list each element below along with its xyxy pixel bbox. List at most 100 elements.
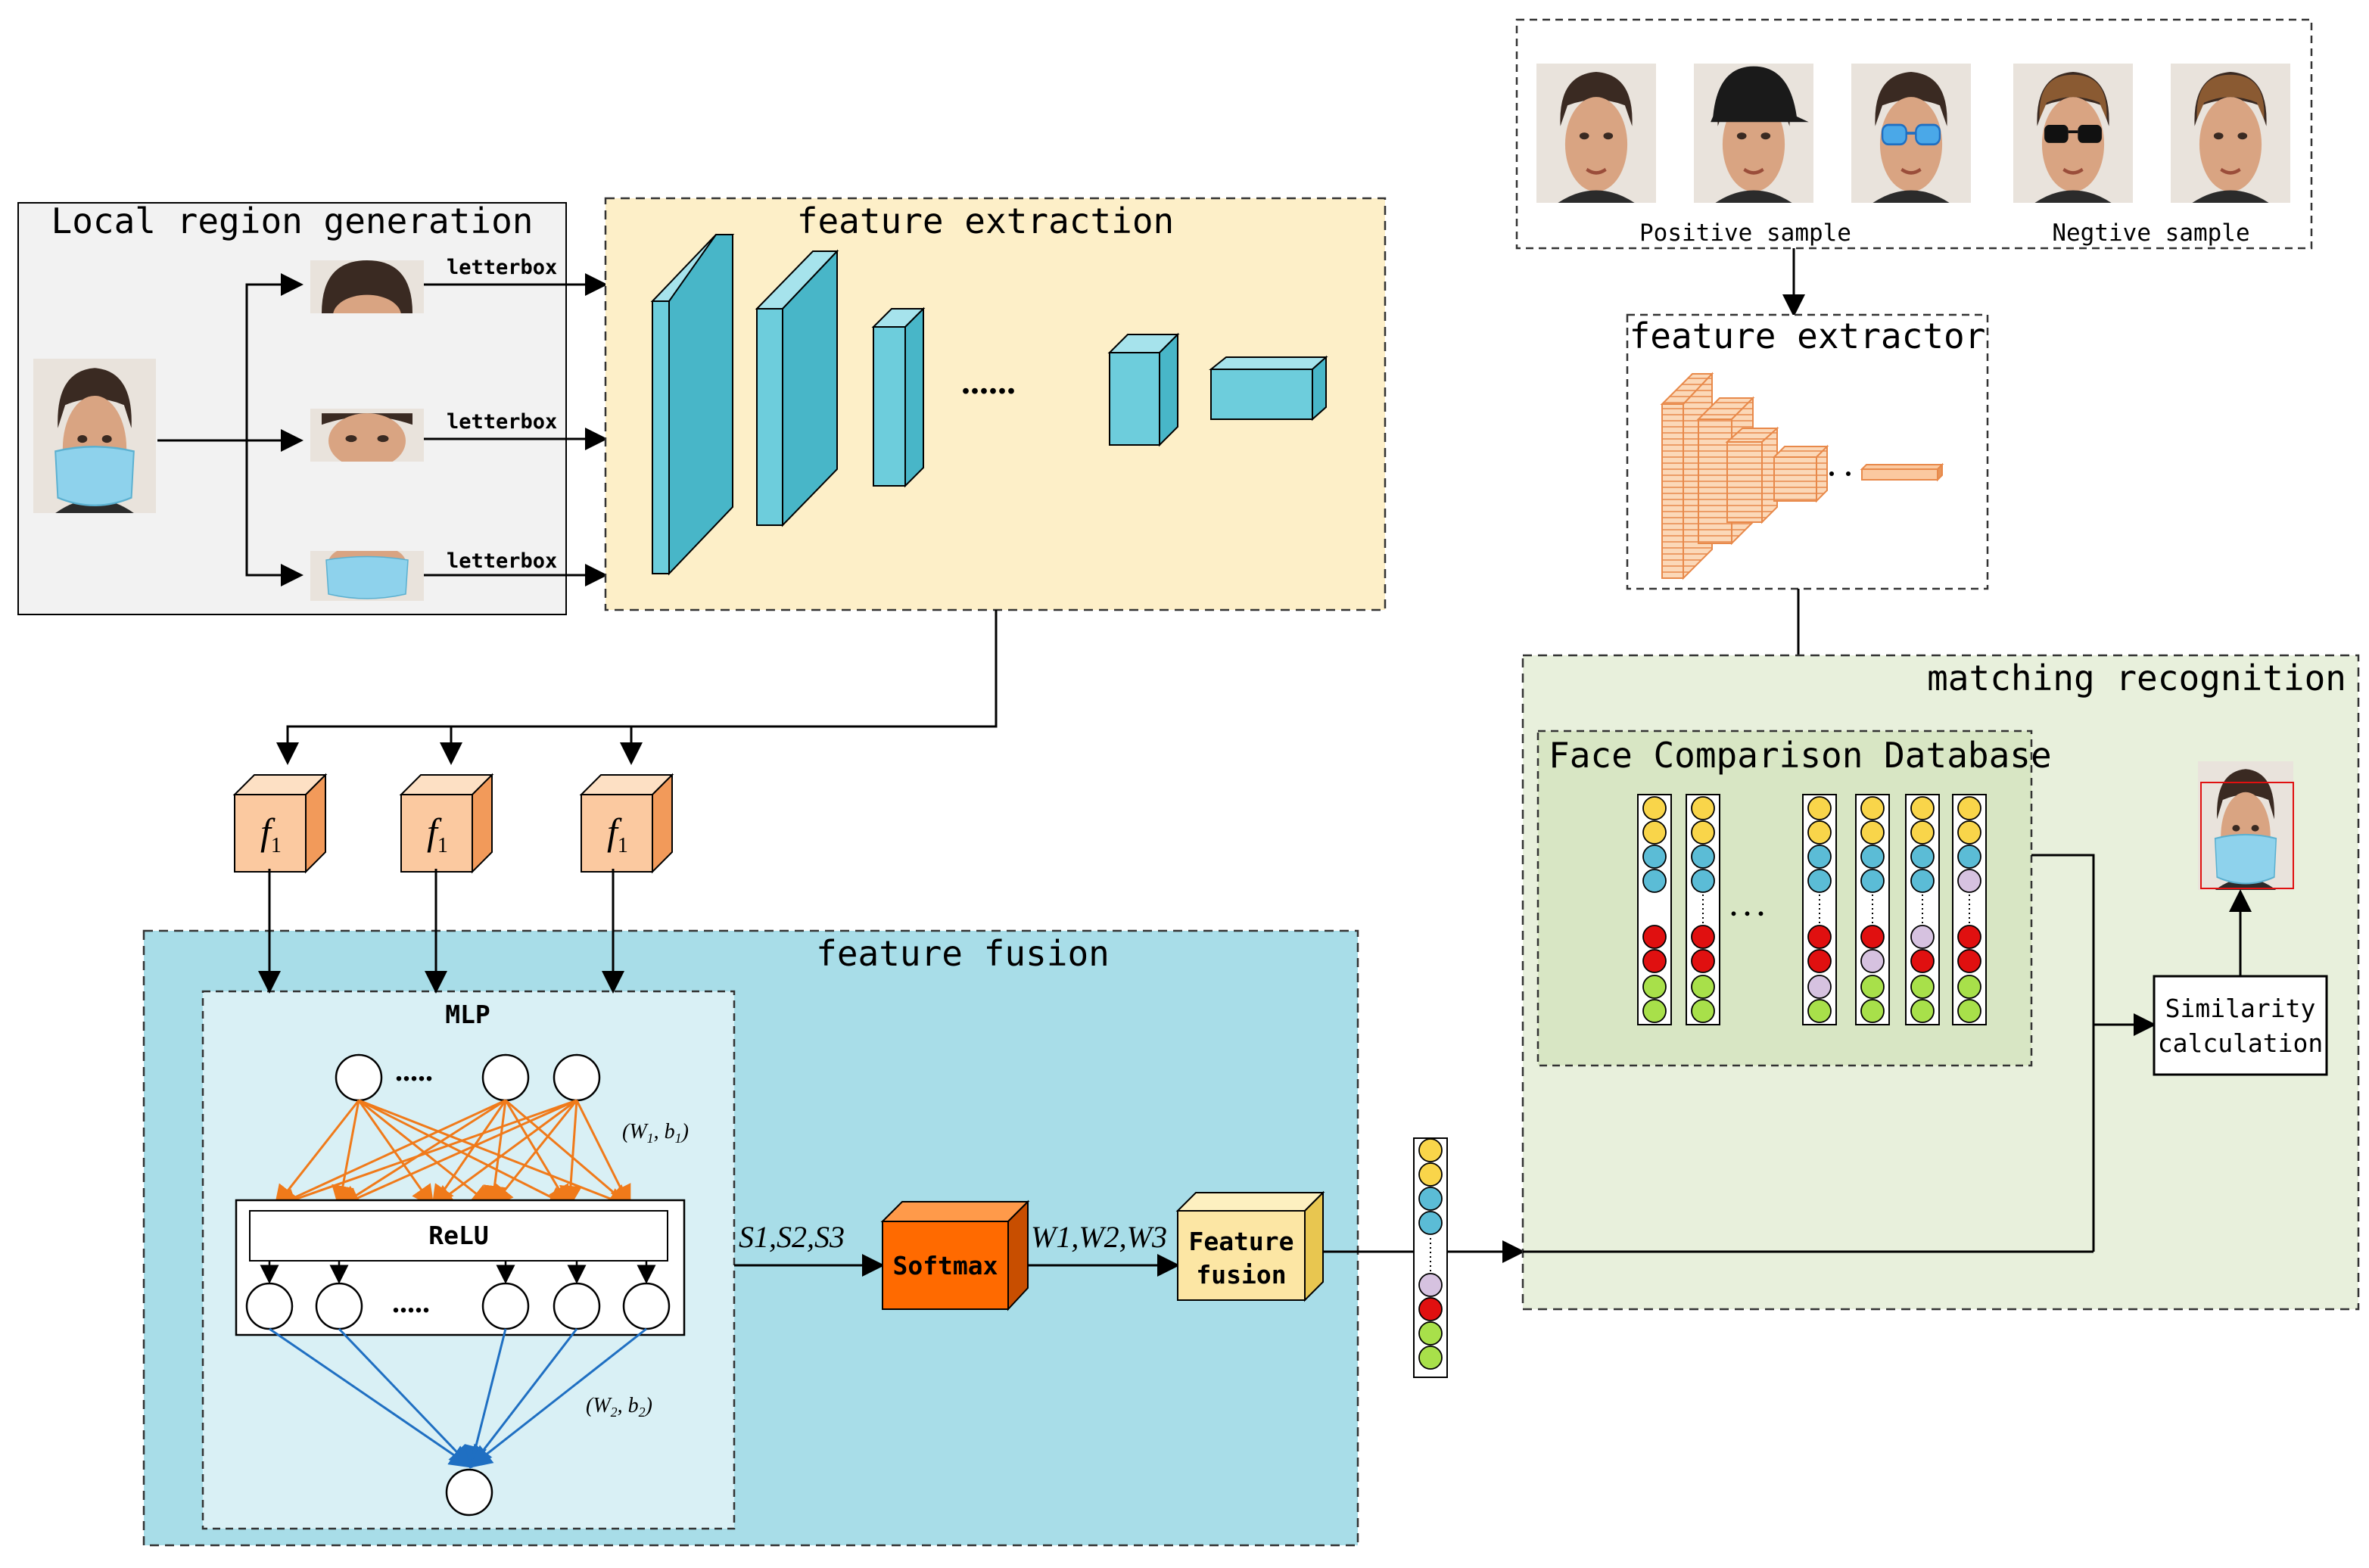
mlp-hidden-layer bbox=[245, 1261, 671, 1330]
feature-vector-cube-1: f1 bbox=[232, 773, 328, 874]
vector-element bbox=[1860, 796, 1885, 820]
sample-face-4 bbox=[2013, 64, 2133, 203]
vector-element bbox=[1910, 975, 1935, 999]
mlp-hidden-node bbox=[553, 1282, 601, 1330]
svg-text:(W2, b2): (W2, b2) bbox=[586, 1394, 652, 1420]
softmax-label: Softmax bbox=[892, 1251, 998, 1280]
mlp-input-ellipsis: ..... bbox=[395, 1053, 433, 1087]
vector-element bbox=[1691, 796, 1715, 820]
local-region-panel: Local region generation bbox=[17, 201, 608, 615]
vector-element bbox=[1807, 925, 1832, 949]
mlp-hidden-ellipsis: ..... bbox=[392, 1285, 430, 1319]
fused-feature-vector bbox=[1413, 1137, 1448, 1378]
mlp-input-node bbox=[553, 1053, 601, 1102]
feature-fusion-label-line1: Feature bbox=[1188, 1227, 1293, 1256]
mlp-hidden-node bbox=[481, 1282, 530, 1330]
feature-fusion-panel: feature fusion MLP ..... (W1, b1) ReLU .… bbox=[142, 929, 1359, 1547]
vector-element bbox=[1957, 820, 1981, 845]
negative-sample-label: Negtive sample bbox=[2052, 219, 2249, 247]
svg-text:(W1, b1): (W1, b1) bbox=[622, 1120, 689, 1146]
sample-face-3 bbox=[1851, 64, 1971, 203]
database-column-6 bbox=[1952, 794, 1987, 1025]
cnn-layer-2 bbox=[755, 249, 839, 527]
letterbox-label-middle: letterbox bbox=[447, 410, 557, 434]
local-region-title: Local region generation bbox=[51, 201, 534, 241]
feature-fusion-label-line2: fusion bbox=[1196, 1260, 1286, 1290]
vector-element bbox=[1418, 1138, 1443, 1162]
vector-element bbox=[1691, 820, 1715, 845]
vector-element bbox=[1807, 845, 1832, 869]
database-column-3 bbox=[1802, 794, 1837, 1025]
vector-element bbox=[1860, 975, 1885, 999]
mlp-layer1-params: (W1, b1) bbox=[622, 1120, 689, 1146]
vector-element bbox=[1418, 1211, 1443, 1235]
vector-element bbox=[1807, 869, 1832, 893]
vector-element bbox=[1860, 869, 1885, 893]
eye-region-crop bbox=[310, 409, 424, 462]
database-column-1 bbox=[1637, 794, 1672, 1025]
database-ellipsis: . . . bbox=[1730, 891, 1764, 922]
sample-face-1 bbox=[1536, 64, 1656, 203]
positive-sample-label: Positive sample bbox=[1639, 219, 1851, 247]
database-feature-columns bbox=[1637, 794, 1987, 1025]
vector-element bbox=[1860, 845, 1885, 869]
sample-face-2 bbox=[1694, 64, 1813, 203]
vector-element bbox=[1957, 869, 1981, 893]
matching-recognition-panel: matching recognition Face Comparison Dat… bbox=[1521, 654, 2360, 1311]
vector-element bbox=[1642, 796, 1667, 820]
mlp-layer1-connections bbox=[273, 1099, 632, 1211]
mouth-region-crop bbox=[310, 551, 424, 601]
cnn-layer-4 bbox=[1107, 332, 1180, 447]
vector-element bbox=[1691, 869, 1715, 893]
masked-face-image bbox=[33, 359, 156, 513]
vector-element bbox=[1910, 949, 1935, 973]
vector-element bbox=[1807, 796, 1832, 820]
mlp-output-node bbox=[445, 1468, 493, 1517]
vector-element bbox=[1910, 999, 1935, 1023]
feature-extractor-title: feature extractor bbox=[1630, 316, 1986, 356]
extractor-layer-3 bbox=[1725, 426, 1779, 524]
mlp-hidden-node bbox=[622, 1282, 671, 1330]
relu-label: ReLU bbox=[428, 1221, 488, 1250]
mlp-input-node bbox=[481, 1053, 530, 1102]
cnn-layer-3 bbox=[871, 306, 926, 488]
database-column-4 bbox=[1855, 794, 1890, 1025]
vector-element bbox=[1418, 1321, 1443, 1346]
vector-element bbox=[1860, 949, 1885, 973]
vector-element bbox=[1910, 820, 1935, 845]
vector-element bbox=[1418, 1273, 1443, 1297]
vector-element bbox=[1642, 869, 1667, 893]
mlp-layer2-params: (W2, b2) bbox=[586, 1394, 652, 1420]
vector-element bbox=[1691, 925, 1715, 949]
feature-fusion-block: Feature fusion bbox=[1175, 1190, 1325, 1302]
recognized-face-image bbox=[2198, 761, 2293, 890]
vector-element bbox=[1957, 949, 1981, 973]
vector-element bbox=[1807, 820, 1832, 845]
softmax-block: Softmax bbox=[880, 1199, 1030, 1311]
forehead-region-crop bbox=[310, 260, 424, 313]
vector-element bbox=[1807, 975, 1832, 999]
vector-element bbox=[1691, 999, 1715, 1023]
vector-element bbox=[1860, 925, 1885, 949]
vector-element bbox=[1642, 820, 1667, 845]
vector-element bbox=[1418, 1297, 1443, 1321]
vector-element bbox=[1957, 999, 1981, 1023]
extractor-layer-4 bbox=[1772, 444, 1829, 503]
extractor-layer-5 bbox=[1860, 462, 1944, 482]
vector-element bbox=[1860, 820, 1885, 845]
similarity-label-line1: Similarity bbox=[2165, 994, 2316, 1023]
vector-element bbox=[1418, 1162, 1443, 1187]
vector-element bbox=[1957, 925, 1981, 949]
feature-extraction-panel: feature extraction ...... bbox=[604, 197, 1387, 611]
scores-label: S1,S2,S3 bbox=[739, 1220, 845, 1254]
mlp-input-layer bbox=[335, 1053, 601, 1102]
letterbox-label-top: letterbox bbox=[447, 256, 557, 279]
vector-element bbox=[1418, 1187, 1443, 1211]
sample-face-5 bbox=[2171, 64, 2290, 203]
feature-fusion-title: feature fusion bbox=[816, 933, 1110, 974]
vector-element bbox=[1691, 949, 1715, 973]
mlp-label: MLP bbox=[445, 1000, 490, 1029]
vector-element bbox=[1807, 949, 1832, 973]
mlp-hidden-node bbox=[245, 1282, 294, 1330]
